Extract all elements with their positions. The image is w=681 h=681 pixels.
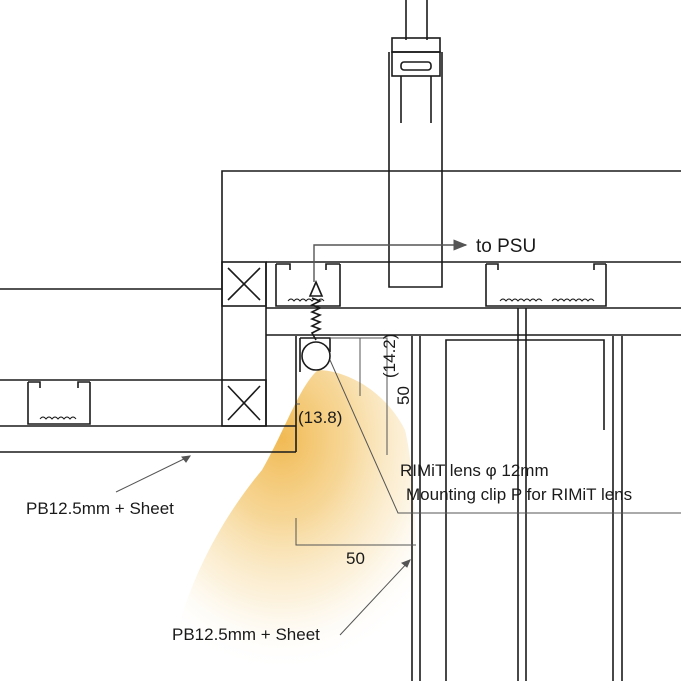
dim-50-horizontal-line [295,518,416,546]
channel-left [27,381,91,425]
label-dim-14-2: (14.2) [380,334,399,378]
upper-box-outline [221,170,681,380]
wire-to-psu [313,239,468,282]
board-left-leader [115,455,191,493]
timber-block-lower [221,379,267,427]
rimit-lens [301,341,331,371]
screw-shaft [310,297,322,341]
label-clip: Mounting clip P for RIMiT lens [406,485,632,504]
right-frame [445,339,605,681]
channel-upper-right [485,263,607,307]
fastener-textures [39,298,595,420]
label-dim-13-8: (13.8) [298,408,342,427]
label-board-bottom: PB12.5mm + Sheet [172,625,320,644]
light-glow [170,370,418,681]
nut-washer [400,61,432,71]
dim-50-vertical-line [360,337,388,455]
dimension-lines [115,337,681,636]
nut-upper [391,37,441,53]
nut-lower [391,51,441,77]
channel-upper-left [275,263,341,307]
label-dim-50-horizontal: 50 [346,549,365,568]
label-dim-50-vertical: 50 [394,386,413,405]
label-board-left: PB12.5mm + Sheet [26,499,174,518]
hanger-bracket [388,52,443,288]
board-bottom-leader [339,559,411,636]
lens-leader [329,359,681,514]
label-lens: RIMiT lens φ 12mm [400,461,549,480]
label-to-psu: to PSU [476,236,536,257]
screw-head [308,279,324,297]
timber-block-upper [221,261,267,307]
